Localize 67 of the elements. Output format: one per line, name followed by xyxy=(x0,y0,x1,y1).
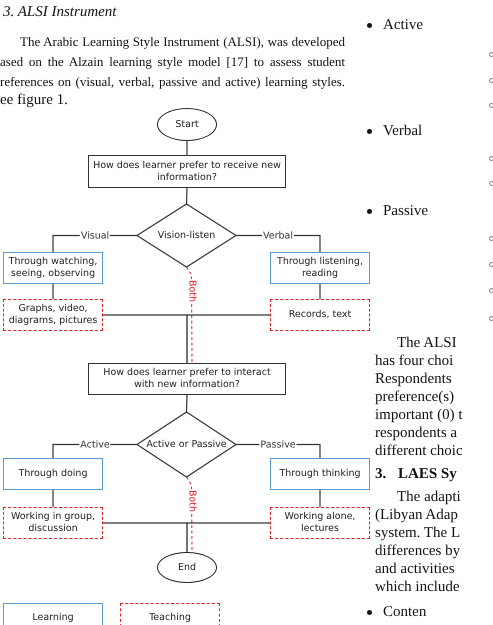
node-text: Active or Passive xyxy=(146,438,227,450)
body-text: which include xyxy=(375,578,460,596)
connector-line xyxy=(186,141,188,155)
node-text: Working in group, discussion xyxy=(10,511,96,535)
teaching-box xyxy=(3,507,103,539)
learning-box xyxy=(3,252,103,284)
connector-line xyxy=(186,522,270,552)
body-text: ee figure 1. xyxy=(0,91,68,109)
body-text: The Arabic Learning Style Instrument (ALSI), was developed xyxy=(20,33,345,51)
node-text: Start xyxy=(175,118,199,130)
body-text: system. The L xyxy=(375,524,460,542)
node-text: Through doing xyxy=(18,468,88,480)
connector-line xyxy=(52,284,54,299)
body-text: references on (visual, verbal, passive and active) learning styles. xyxy=(0,73,345,91)
section-heading: 3. ALSI Instrument xyxy=(3,3,116,21)
body-text: Conten xyxy=(383,603,426,621)
body-text: ased on the Alzain learning style model [17] to assess student xyxy=(0,53,345,71)
decision-diamond xyxy=(137,412,236,477)
learning-box xyxy=(270,252,370,284)
body-text: Respondents xyxy=(375,370,452,388)
body-text: preference(s) xyxy=(375,388,454,406)
node-text: Vision-listen xyxy=(158,230,216,242)
edge-label: Verbal xyxy=(262,230,294,241)
body-text: respondents a xyxy=(375,424,458,442)
body-text: has four choi xyxy=(375,352,454,370)
legend-label: Learning xyxy=(32,612,74,625)
edge-label: Active xyxy=(79,439,111,450)
node-text: Working alone, lectures xyxy=(284,511,356,535)
node-text: Through thinking xyxy=(279,468,361,480)
teaching-box xyxy=(270,299,370,331)
learning-box xyxy=(3,458,103,490)
connector-line xyxy=(52,490,54,507)
edge-label: Both xyxy=(186,278,197,304)
node-text: End xyxy=(178,562,196,574)
node-text: How does learner prefer to interact with new information? xyxy=(102,367,272,391)
body-text: Passive xyxy=(383,202,428,220)
body-text: and activities xyxy=(375,560,455,578)
body-text: The ALSI xyxy=(397,334,457,352)
connector-line xyxy=(319,284,321,299)
edge-label: Both xyxy=(186,488,197,514)
question-box xyxy=(88,155,286,188)
node-text: How does learner prefer to receive new information? xyxy=(93,160,281,184)
connector-line xyxy=(186,314,270,363)
body-text: differences by xyxy=(375,542,460,560)
section-heading: 3. xyxy=(375,465,386,483)
body-text: The adapti xyxy=(397,488,461,506)
body-text: Verbal xyxy=(383,122,422,140)
learning-box xyxy=(270,458,370,490)
connector-line xyxy=(186,394,188,412)
body-text: (Libyan Adap xyxy=(375,506,458,524)
teaching-box xyxy=(270,507,370,539)
connector-line xyxy=(319,490,321,507)
legend-label: Teaching xyxy=(149,612,191,625)
question-box xyxy=(88,363,286,395)
body-text: Active xyxy=(383,16,423,34)
body-text: different choic xyxy=(375,442,463,460)
body-text: important (0) t xyxy=(375,406,462,424)
connector-line xyxy=(186,188,188,204)
edge-label: Passive xyxy=(259,439,297,450)
node-text: Through listening, reading xyxy=(276,256,364,280)
section-heading: LAES Sy xyxy=(398,465,457,483)
teaching-box xyxy=(3,299,103,331)
node-text: Records, text xyxy=(288,309,352,321)
edge-label: Visual xyxy=(80,230,110,241)
node-text: Through watching, seeing, observing xyxy=(8,256,98,280)
node-text: Graphs, video, diagrams, pictures xyxy=(8,303,98,327)
decision-diamond xyxy=(137,204,236,267)
